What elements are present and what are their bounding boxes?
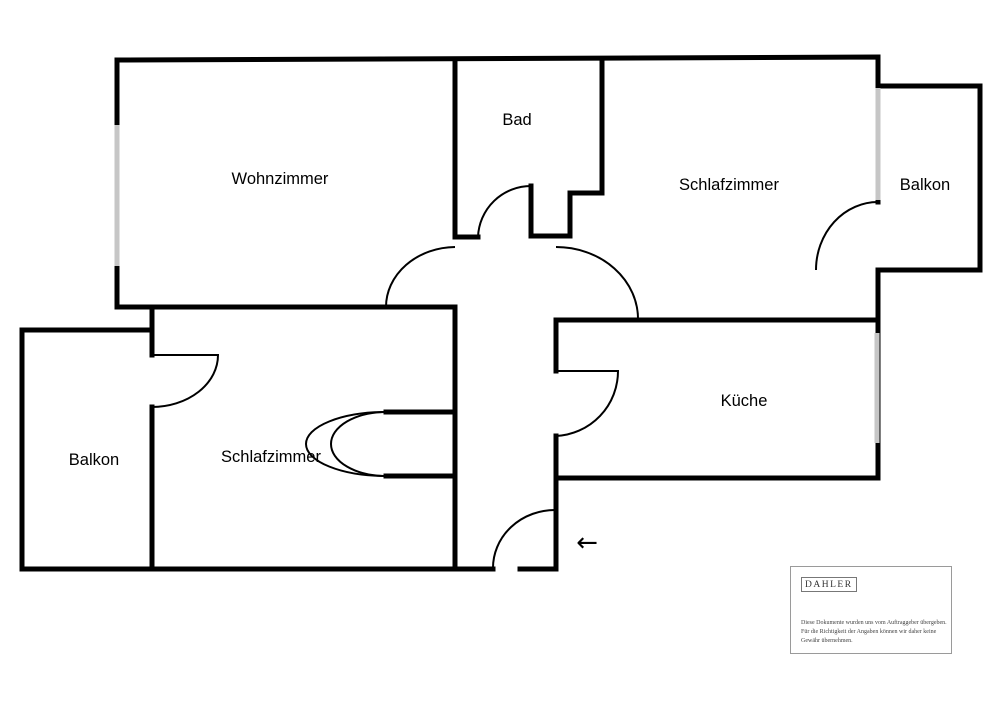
windows: [114, 88, 881, 443]
entrance-arrow: ←: [576, 528, 598, 558]
disclaimer-note: Diese Dokumente wurden uns vom Auftragge…: [801, 620, 947, 644]
label-schlafzimmer-bottom: Schlafzimmer: [221, 448, 321, 466]
door-bad: [477, 185, 532, 238]
door-wohnzimmer: [385, 246, 456, 308]
label-balkon-left: Balkon: [69, 451, 119, 469]
door-kueche: [555, 370, 620, 437]
walls: [19, 54, 983, 572]
label-kueche: Küche: [721, 392, 768, 410]
agency-logo: DAHLER: [801, 577, 857, 592]
doors: [151, 185, 879, 570]
door-balkon-right: [815, 201, 879, 271]
door-entrance: [491, 508, 557, 570]
room-labels: Wohnzimmer Bad Schlafzimmer Balkon Balko…: [69, 111, 950, 469]
label-balkon-right: Balkon: [900, 176, 950, 194]
label-bad: Bad: [502, 111, 531, 129]
label-schlafzimmer-top: Schlafzimmer: [679, 176, 779, 194]
door-schlafzimmer-bottom: [330, 411, 387, 477]
door-balkon-left: [151, 354, 220, 408]
door-schlafzimmer-top: [555, 246, 640, 321]
label-wohnzimmer: Wohnzimmer: [232, 170, 329, 188]
agency-stamp: DAHLER Diese Dokumente wurden uns vom Au…: [790, 566, 952, 654]
